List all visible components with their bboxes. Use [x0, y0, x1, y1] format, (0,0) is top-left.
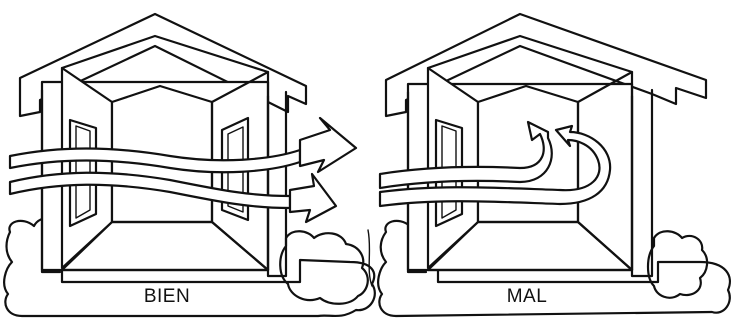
panel-label-good: BIEN — [144, 286, 190, 308]
airflow-arrow — [290, 174, 336, 222]
panel-bad — [378, 14, 730, 316]
panel-good — [4, 14, 375, 316]
panel-label-bad: MAL — [507, 286, 548, 308]
airflow-arrow — [300, 118, 356, 172]
